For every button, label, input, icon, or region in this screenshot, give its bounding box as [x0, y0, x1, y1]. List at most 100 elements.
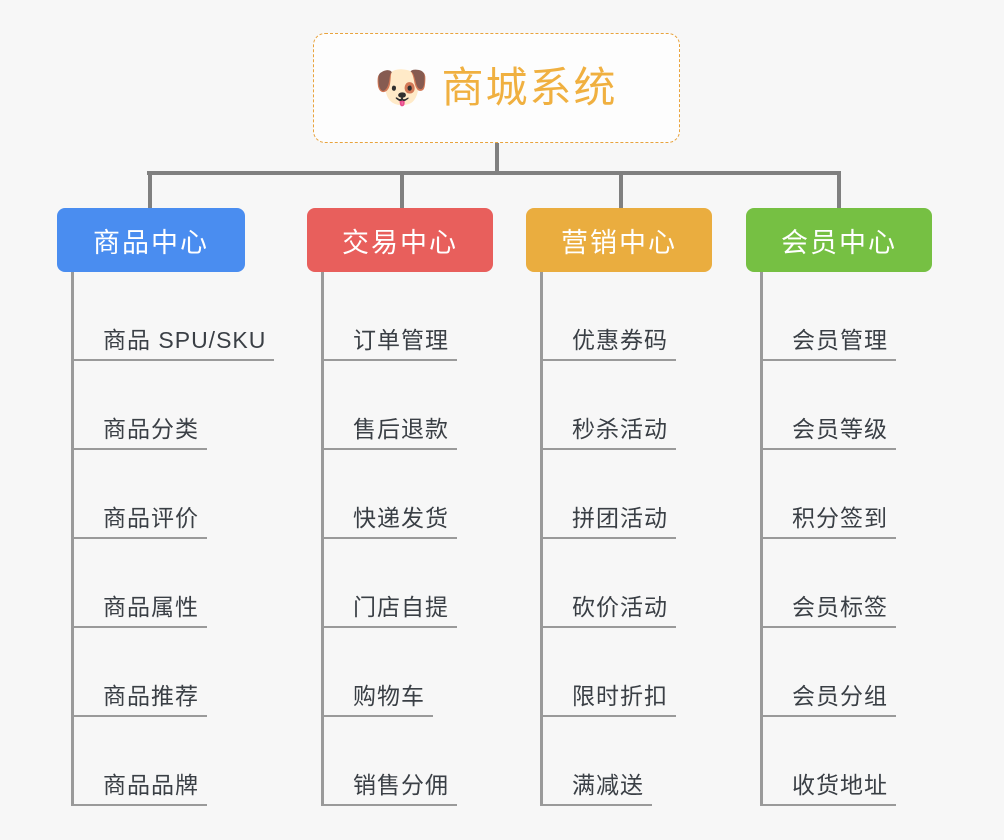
- leaf-item[interactable]: 收货地址: [746, 717, 932, 806]
- leaf-item-label: 会员分组: [792, 683, 888, 709]
- leaf-underline: [71, 715, 207, 717]
- leaf-item[interactable]: 快递发货: [307, 450, 493, 539]
- leaf-underline: [760, 537, 896, 539]
- leaf-underline: [760, 715, 896, 717]
- leaf-item[interactable]: 购物车: [307, 628, 493, 717]
- leaf-item-label: 门店自提: [353, 594, 449, 620]
- leaf-item-label: 商品 SPU/SKU: [103, 327, 267, 353]
- leaf-underline: [321, 359, 457, 361]
- leaf-item[interactable]: 销售分佣: [307, 717, 493, 806]
- column-spine: [760, 272, 763, 806]
- leaf-underline: [540, 715, 676, 717]
- leaf-underline: [321, 804, 457, 806]
- category-box[interactable]: 交易中心: [307, 208, 493, 272]
- category-box[interactable]: 商品中心: [57, 208, 245, 272]
- leaf-underline: [321, 715, 433, 717]
- leaf-item[interactable]: 会员管理: [746, 272, 932, 361]
- leaf-item-label: 商品属性: [103, 594, 199, 620]
- leaf-item[interactable]: 会员等级: [746, 361, 932, 450]
- leaf-underline: [760, 626, 896, 628]
- leaf-item[interactable]: 满减送: [526, 717, 712, 806]
- leaf-underline: [71, 359, 275, 361]
- leaf-underline: [321, 626, 457, 628]
- leaf-item[interactable]: 订单管理: [307, 272, 493, 361]
- root-node[interactable]: 🐶 商城系统: [313, 33, 680, 143]
- category-label: 商品中心: [93, 227, 209, 258]
- leaf-underline: [540, 359, 676, 361]
- leaf-list: 优惠券码秒杀活动拼团活动砍价活动限时折扣满减送: [526, 272, 712, 806]
- category-column-4: 会员中心会员管理会员等级积分签到会员标签会员分组收货地址: [746, 208, 932, 806]
- leaf-list: 会员管理会员等级积分签到会员标签会员分组收货地址: [746, 272, 932, 806]
- leaf-item-label: 会员管理: [792, 327, 888, 353]
- leaf-item[interactable]: 秒杀活动: [526, 361, 712, 450]
- leaf-item[interactable]: 商品分类: [57, 361, 245, 450]
- leaf-item[interactable]: 商品评价: [57, 450, 245, 539]
- leaf-item-label: 商品品牌: [103, 772, 199, 798]
- leaf-item-label: 会员标签: [792, 594, 888, 620]
- leaf-list: 商品 SPU/SKU 商品分类商品评价商品属性商品推荐商品品牌: [57, 272, 275, 806]
- leaf-item[interactable]: 限时折扣: [526, 628, 712, 717]
- leaf-item-label: 秒杀活动: [572, 416, 668, 442]
- leaf-item[interactable]: 积分签到: [746, 450, 932, 539]
- leaf-item-label: 销售分佣: [353, 772, 449, 798]
- leaf-item-label: 拼团活动: [572, 505, 668, 531]
- category-box[interactable]: 营销中心: [526, 208, 712, 272]
- category-column-1: 商品中心商品 SPU/SKU 商品分类商品评价商品属性商品推荐商品品牌: [57, 208, 275, 806]
- leaf-item-label: 满减送: [572, 772, 644, 798]
- leaf-item-label: 商品推荐: [103, 683, 199, 709]
- column-spine: [321, 272, 324, 806]
- root-stem-connector: [495, 143, 499, 174]
- leaf-item-label: 订单管理: [353, 327, 449, 353]
- leaf-underline: [540, 626, 676, 628]
- column-spine: [71, 272, 74, 806]
- leaf-item[interactable]: 优惠券码: [526, 272, 712, 361]
- drop-connector-4: [837, 171, 841, 208]
- category-label: 交易中心: [342, 227, 458, 258]
- leaf-underline: [71, 537, 207, 539]
- leaf-item-label: 购物车: [353, 683, 425, 709]
- leaf-underline: [71, 804, 207, 806]
- drop-connector-2: [400, 171, 404, 208]
- leaf-underline: [321, 448, 457, 450]
- leaf-item-label: 限时折扣: [572, 683, 668, 709]
- leaf-underline: [760, 448, 896, 450]
- column-spine: [540, 272, 543, 806]
- drop-connector-3: [619, 171, 623, 208]
- leaf-item[interactable]: 会员分组: [746, 628, 932, 717]
- leaf-item[interactable]: 商品品牌: [57, 717, 245, 806]
- leaf-item[interactable]: 商品属性: [57, 539, 245, 628]
- leaf-item-label: 商品分类: [103, 416, 199, 442]
- leaf-underline: [540, 537, 676, 539]
- leaf-item-label: 商品评价: [103, 505, 199, 531]
- leaf-item[interactable]: 砍价活动: [526, 539, 712, 628]
- horizontal-bus-connector: [147, 171, 841, 175]
- leaf-item-label: 售后退款: [353, 416, 449, 442]
- leaf-item-label: 积分签到: [792, 505, 888, 531]
- leaf-item[interactable]: 商品 SPU/SKU: [57, 272, 275, 361]
- leaf-item-label: 优惠券码: [572, 327, 668, 353]
- leaf-item-label: 快递发货: [353, 505, 449, 531]
- leaf-underline: [540, 804, 652, 806]
- category-column-3: 营销中心优惠券码秒杀活动拼团活动砍价活动限时折扣满减送: [526, 208, 712, 806]
- leaf-item[interactable]: 商品推荐: [57, 628, 245, 717]
- leaf-list: 订单管理售后退款快递发货门店自提购物车销售分佣: [307, 272, 493, 806]
- leaf-item[interactable]: 售后退款: [307, 361, 493, 450]
- leaf-item[interactable]: 拼团活动: [526, 450, 712, 539]
- leaf-item-label: 会员等级: [792, 416, 888, 442]
- dog-face-icon: 🐶: [374, 63, 429, 112]
- leaf-item[interactable]: 门店自提: [307, 539, 493, 628]
- category-box[interactable]: 会员中心: [746, 208, 932, 272]
- leaf-item-label: 收货地址: [792, 772, 888, 798]
- leaf-underline: [71, 448, 207, 450]
- leaf-underline: [71, 626, 207, 628]
- category-column-2: 交易中心订单管理售后退款快递发货门店自提购物车销售分佣: [307, 208, 493, 806]
- leaf-underline: [760, 804, 896, 806]
- drop-connector-1: [148, 171, 152, 208]
- leaf-item[interactable]: 会员标签: [746, 539, 932, 628]
- root-title: 商城系统: [441, 64, 618, 111]
- category-label: 营销中心: [561, 227, 677, 258]
- leaf-underline: [321, 537, 457, 539]
- leaf-underline: [760, 359, 896, 361]
- leaf-underline: [540, 448, 676, 450]
